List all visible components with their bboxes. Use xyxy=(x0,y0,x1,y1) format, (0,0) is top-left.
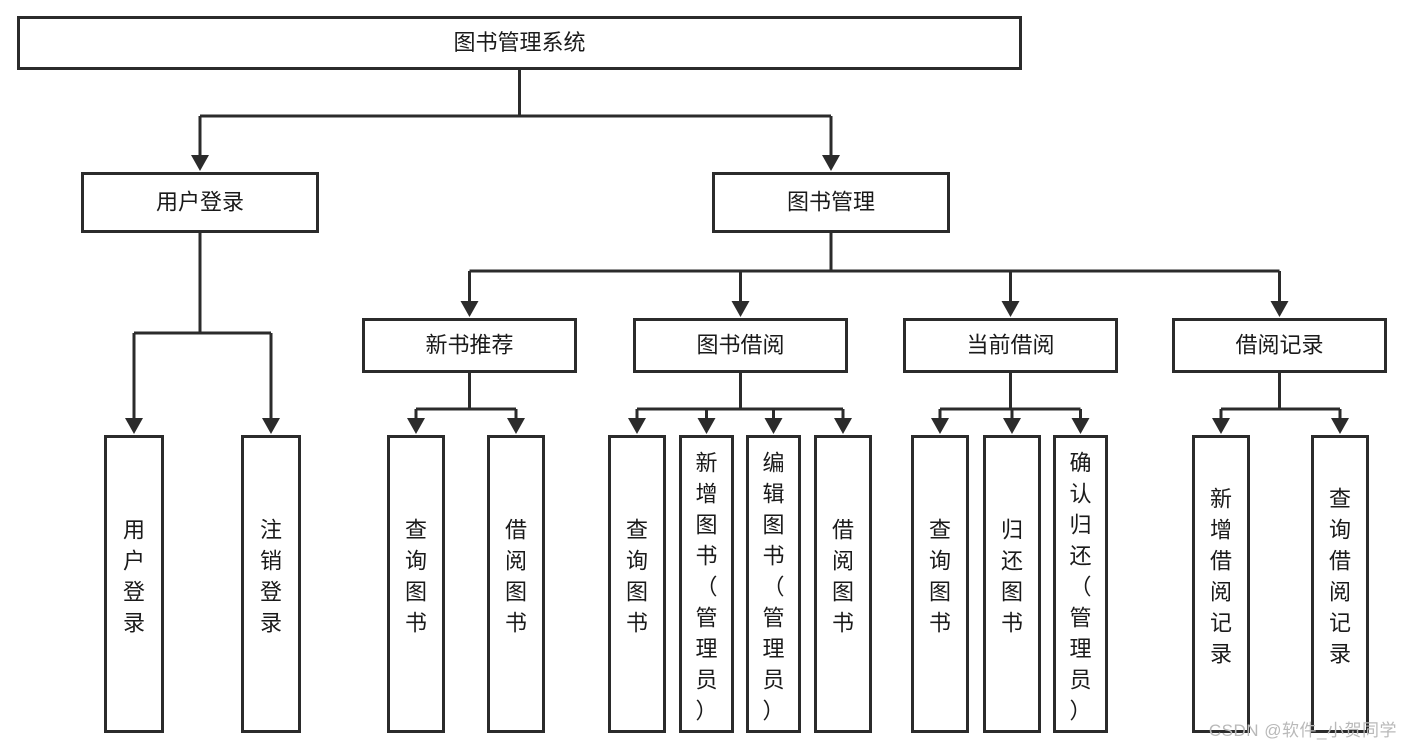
arrow-head-icon xyxy=(125,418,143,434)
node-leaf_11[interactable]: 新增借阅记录 xyxy=(1192,435,1250,733)
arrow-head-icon xyxy=(1212,418,1230,434)
node-l2_0[interactable]: 用户登录 xyxy=(81,172,319,233)
node-label: 当前借阅 xyxy=(966,332,1054,357)
node-box xyxy=(608,435,666,733)
node-box xyxy=(241,435,301,733)
connector-layer xyxy=(125,70,1349,434)
node-box xyxy=(679,435,734,733)
arrow-head-icon xyxy=(460,301,479,317)
node-label: 新书推荐 xyxy=(425,332,513,357)
arrow-head-icon xyxy=(834,418,852,434)
arrow-head-icon xyxy=(1003,418,1021,434)
node-box xyxy=(814,435,872,733)
node-label: 借阅图书 xyxy=(832,518,854,636)
connector-group xyxy=(125,233,280,434)
node-label: 用户登录 xyxy=(123,518,145,636)
node-box xyxy=(1172,318,1387,373)
node-box xyxy=(1192,435,1250,733)
node-leaf_7[interactable]: 借阅图书 xyxy=(814,435,872,733)
node-label: 查询图书 xyxy=(626,518,648,636)
connector-group xyxy=(931,373,1090,434)
node-label: 图书管理 xyxy=(787,189,875,214)
node-leaf_5[interactable]: 新增图书（管理员） xyxy=(679,435,734,733)
node-box xyxy=(1053,435,1108,733)
node-box xyxy=(911,435,969,733)
arrow-head-icon xyxy=(191,155,209,171)
node-label: 确认归还（管理员） xyxy=(1069,451,1091,724)
node-box xyxy=(81,172,319,233)
node-label: 归还图书 xyxy=(1001,518,1023,636)
node-l3_0[interactable]: 新书推荐 xyxy=(362,318,577,373)
node-leaf_12[interactable]: 查询借阅记录 xyxy=(1311,435,1369,733)
node-box xyxy=(903,318,1118,373)
node-label: 查询图书 xyxy=(405,518,427,636)
node-leaf_2[interactable]: 查询图书 xyxy=(387,435,445,733)
arrow-head-icon xyxy=(931,418,949,434)
arrow-head-icon xyxy=(628,418,646,434)
node-label: 编辑图书（管理员） xyxy=(762,451,784,724)
node-leaf_6[interactable]: 编辑图书（管理员） xyxy=(746,435,801,733)
node-label: 用户登录 xyxy=(156,189,244,214)
node-root[interactable]: 图书管理系统 xyxy=(17,16,1022,70)
node-l2_1[interactable]: 图书管理 xyxy=(712,172,950,233)
connector-group xyxy=(628,373,852,434)
arrow-head-icon xyxy=(1071,418,1090,434)
connector-group xyxy=(407,373,525,434)
node-leaf_4[interactable]: 查询图书 xyxy=(608,435,666,733)
node-box xyxy=(104,435,164,733)
node-label: 图书借阅 xyxy=(696,332,784,357)
node-leaf_1[interactable]: 注销登录 xyxy=(241,435,301,733)
arrow-head-icon xyxy=(507,418,525,434)
arrow-head-icon xyxy=(697,418,716,434)
node-box xyxy=(633,318,848,373)
node-label: 查询借阅记录 xyxy=(1329,487,1351,667)
node-layer: 图书管理系统用户登录图书管理新书推荐图书借阅当前借阅借阅记录用户登录注销登录查询… xyxy=(17,16,1387,733)
arrow-head-icon xyxy=(1331,418,1349,434)
node-box xyxy=(387,435,445,733)
node-l3_3[interactable]: 借阅记录 xyxy=(1172,318,1387,373)
node-label: 图书管理系统 xyxy=(453,30,585,55)
node-leaf_3[interactable]: 借阅图书 xyxy=(487,435,545,733)
node-box xyxy=(746,435,801,733)
node-box xyxy=(1311,435,1369,733)
node-leaf_10[interactable]: 确认归还（管理员） xyxy=(1053,435,1108,733)
arrow-head-icon xyxy=(407,418,425,434)
node-box xyxy=(17,16,1022,70)
node-label: 借阅记录 xyxy=(1235,332,1323,357)
connector-group xyxy=(191,70,840,171)
node-leaf_0[interactable]: 用户登录 xyxy=(104,435,164,733)
arrow-head-icon xyxy=(822,155,840,171)
node-label: 新增图书（管理员） xyxy=(695,451,717,724)
arrow-head-icon xyxy=(262,418,280,434)
connector-group xyxy=(1212,373,1349,434)
arrow-head-icon xyxy=(1001,301,1020,317)
node-box xyxy=(487,435,545,733)
node-label: 新增借阅记录 xyxy=(1210,487,1232,667)
arrow-head-icon xyxy=(731,301,750,317)
arrow-head-icon xyxy=(1270,301,1289,317)
node-box xyxy=(362,318,577,373)
node-leaf_9[interactable]: 归还图书 xyxy=(983,435,1041,733)
node-label: 借阅图书 xyxy=(505,518,527,636)
node-box xyxy=(983,435,1041,733)
node-leaf_8[interactable]: 查询图书 xyxy=(911,435,969,733)
node-l3_1[interactable]: 图书借阅 xyxy=(633,318,848,373)
connector-group xyxy=(460,233,1289,317)
node-label: 注销登录 xyxy=(260,518,282,636)
node-l3_2[interactable]: 当前借阅 xyxy=(903,318,1118,373)
arrow-head-icon xyxy=(764,418,783,434)
node-box xyxy=(712,172,950,233)
node-label: 查询图书 xyxy=(929,518,951,636)
